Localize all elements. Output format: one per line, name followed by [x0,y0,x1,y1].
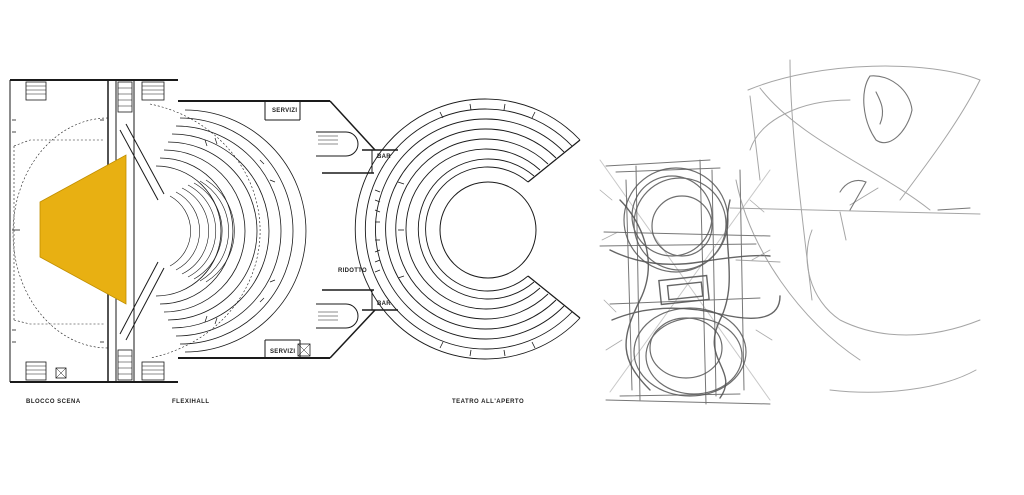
pencil-sketch-dense [599,159,781,405]
label-servizi-top: SERVIZI [272,108,297,114]
blocco-scena-plan [9,79,178,383]
label-servizi-bottom: SERVIZI [270,349,295,355]
pencil-sketch-light [729,59,981,393]
caption-flexihall: FLEXIHALL [172,399,210,405]
caption-blocco-scena: BLOCCO SCENA [26,399,81,405]
stage-highlight [39,154,127,305]
ridotto-plan [322,149,398,311]
label-bar-top: BAR [377,154,391,160]
label-bar-bottom: BAR [377,301,391,307]
flexihall-plan [119,100,376,359]
teatro-all-aperto-plan [354,98,581,360]
label-ridotto: RIDOTTO [338,268,367,274]
caption-teatro: TEATRO ALL'APERTO [452,399,524,405]
